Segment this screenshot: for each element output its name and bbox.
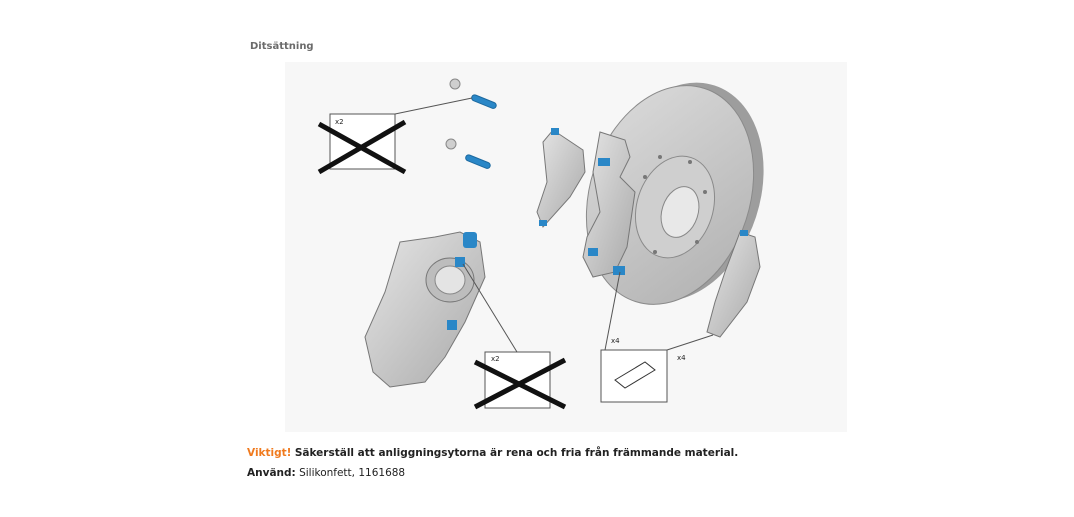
brake-caliper <box>364 231 486 388</box>
brake-disc <box>585 82 764 305</box>
discard-box-top: x2 <box>317 97 473 175</box>
qty-top-box: x2 <box>335 118 344 126</box>
inner-brake-pad <box>536 128 586 228</box>
brake-assembly-illustration: x2 x2 x4 x4 <box>285 62 847 432</box>
section-title: Ditsättning <box>250 41 314 52</box>
qty-bottom-box: x2 <box>491 355 500 363</box>
important-text: Säkerställ att anliggningsytorna är rena… <box>294 447 739 459</box>
silicone-grease-box: x4 x4 <box>600 271 714 403</box>
qty-pad: x4 <box>677 354 686 362</box>
caliper-bracket <box>582 131 636 278</box>
qty-grease: x4 <box>611 337 620 345</box>
use-text: Silikonfett, 1161688 <box>299 467 406 479</box>
use-note: Använd: Silikonfett, 1161688 <box>247 467 405 479</box>
guide-pins <box>445 78 497 169</box>
use-label: Använd: <box>247 467 296 479</box>
discard-box-bottom: x2 <box>462 263 567 410</box>
outer-brake-pad <box>706 230 761 338</box>
important-note: Viktigt! Säkerställ att anliggningsytorn… <box>247 447 738 459</box>
important-label: Viktigt! <box>247 447 292 459</box>
